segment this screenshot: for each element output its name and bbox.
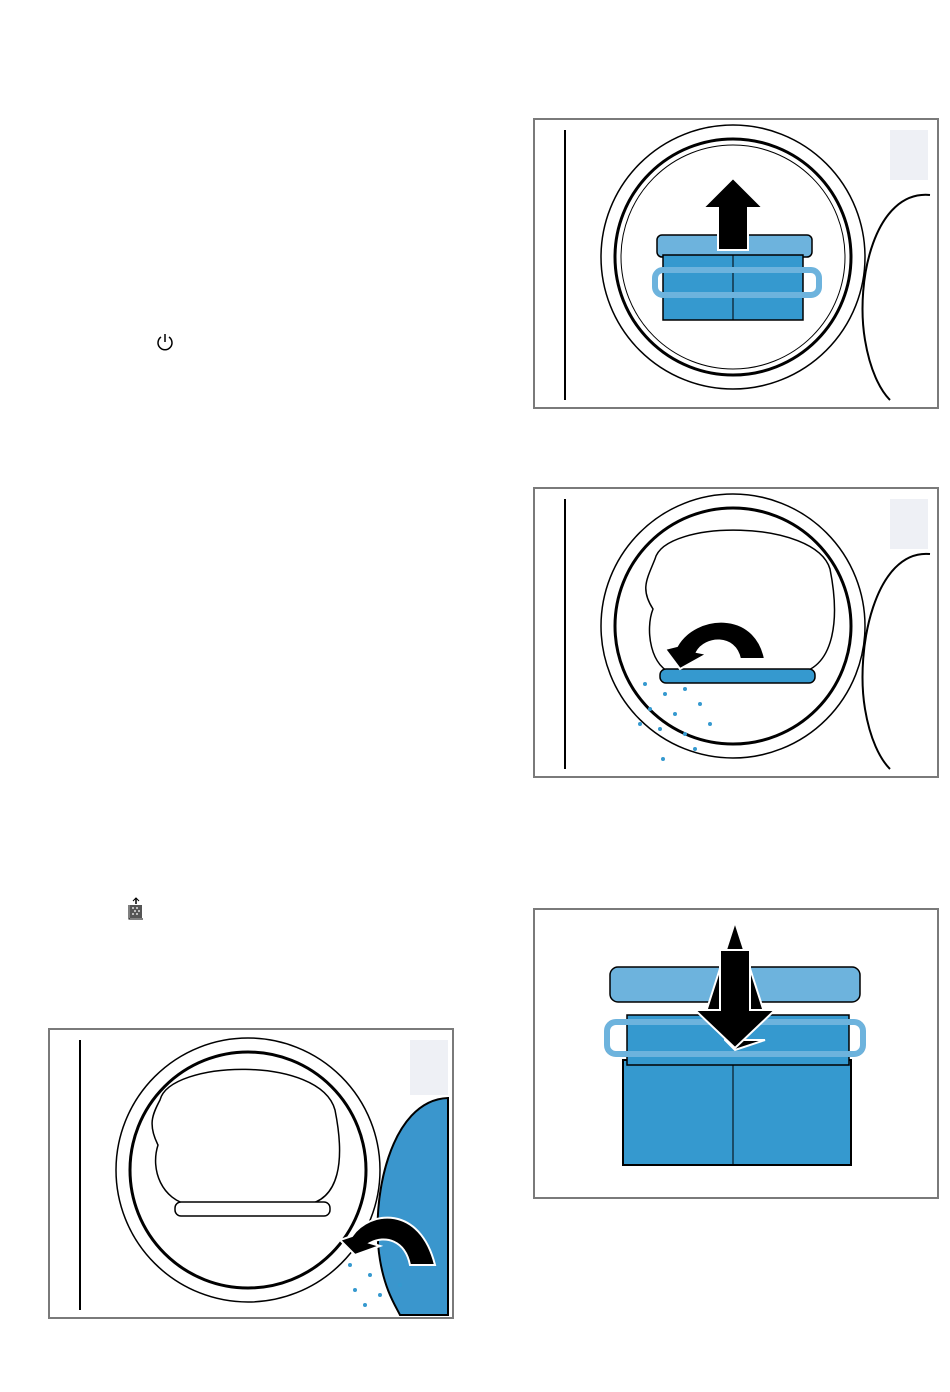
figure-remove-fluff-filter	[533, 118, 939, 409]
figure-clean-door-fluff	[533, 487, 939, 778]
power-icon	[155, 332, 175, 352]
figure-clean-inner-filter	[48, 1028, 454, 1319]
figure-separate-filter	[533, 908, 939, 1199]
filter-icon	[127, 897, 145, 921]
